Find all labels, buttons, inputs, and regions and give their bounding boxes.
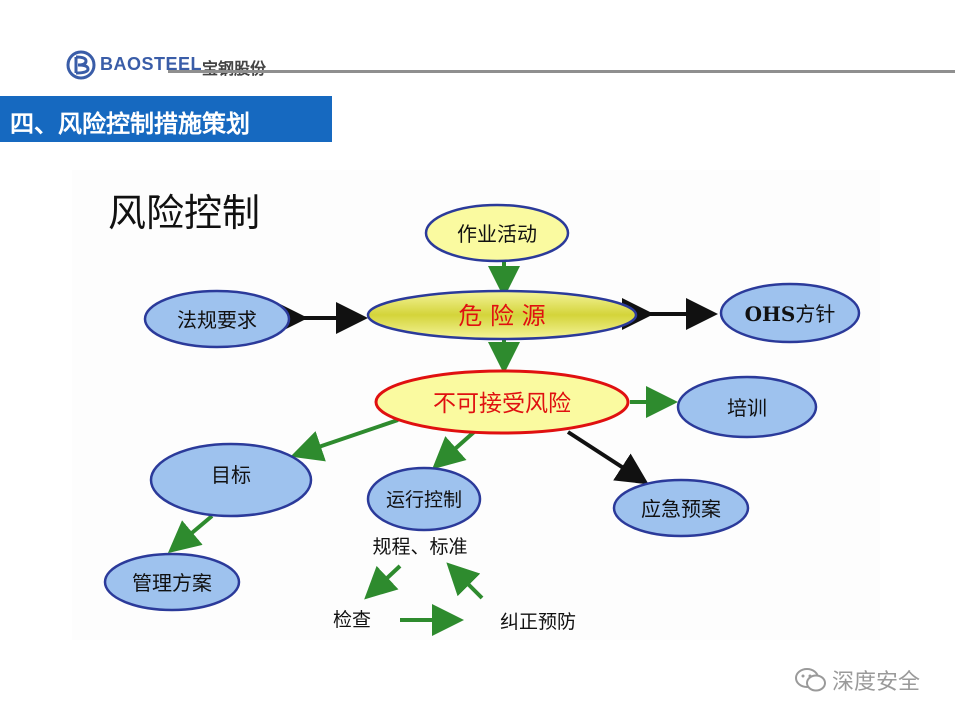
node-training: 培训 [676,375,818,439]
section-title: 四、风险控制措施策划 [10,110,250,138]
node-ohs-policy: OHS方针 [719,282,861,344]
brand-name-en: BAOSTEEL [100,54,203,74]
node-risk-label: 不可接受风险 [433,391,571,417]
node-regulation: 法规要求 [143,289,291,349]
label-check: 检查 [333,609,371,631]
baosteel-logo-icon [66,50,96,80]
node-activity: 作业活动 [424,203,570,263]
arrow-objective-to-management [167,514,214,554]
section-header: 四、风险控制措施策划 [0,96,332,142]
arrow-risk-to-objective [290,418,399,462]
node-management: 管理方案 [103,552,241,612]
watermark-text: 深度安全 [832,670,921,695]
node-ohs-rest: 方针 [795,302,835,326]
arrow-risk-to-emergency [566,430,649,485]
node-activity-label: 作业活动 [457,222,537,246]
svg-text:OHS方针: OHS方针 [745,302,836,326]
node-training-label: 培训 [727,396,767,420]
node-regulation-label: 法规要求 [177,308,257,332]
arrow-correct-to-standards [446,562,484,600]
arrow-risk-to-operation [432,430,476,470]
node-hazard-label: 危 险 源 [458,302,545,330]
node-objective-label: 目标 [211,463,251,487]
label-standards: 规程、标准 [372,536,467,558]
node-risk: 不可接受风险 [374,369,630,435]
node-emergency-label: 应急预案 [641,497,721,521]
arrow-standards-to-check [364,564,402,600]
node-emergency: 应急预案 [612,478,750,538]
node-operation: 运行控制 [366,466,482,532]
node-operation-label: 运行控制 [386,489,462,511]
wechat-icon [795,668,826,692]
brand-logo: BAOSTEEL 宝钢股份 [66,50,296,82]
diagram-heading: 风险控制 [108,191,260,235]
watermark: 深度安全 [794,664,944,696]
node-ohs-bold: OHS [745,302,796,326]
node-objective: 目标 [149,442,313,518]
label-correct: 纠正预防 [500,611,576,633]
node-hazard: 危 险 源 [366,289,638,341]
node-management-label: 管理方案 [132,571,212,595]
brand-name-cn: 宝钢股份 [202,59,267,78]
header-divider [168,70,955,73]
